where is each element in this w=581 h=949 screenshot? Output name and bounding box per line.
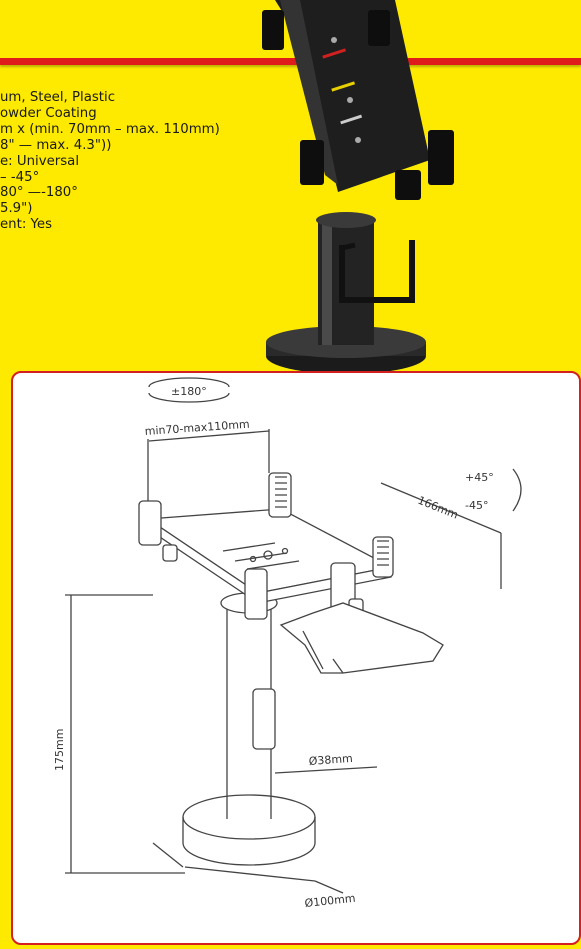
product-photo	[262, 0, 454, 374]
height-dimension-label: 175mm	[53, 729, 66, 771]
spec-height-inch: 5.9")	[0, 201, 33, 217]
spec-finish: owder Coating	[0, 105, 97, 121]
spec-rotation: 80° —-180°	[0, 185, 78, 201]
spec-list: um, Steel, Plastic owder Coating m x (mi…	[0, 90, 300, 233]
dimension-diagram-panel: ±180° min70-max110mm +45° -45° 166mm 175…	[11, 371, 581, 945]
red-header-band	[0, 58, 581, 65]
spec-cable-management: ent: Yes	[0, 217, 52, 233]
spec-material: um, Steel, Plastic	[0, 90, 116, 105]
base-diameter-label: Ø100mm	[304, 892, 356, 910]
pole-diameter-label: Ø38mm	[308, 752, 353, 768]
depth-dimension-label: 166mm	[416, 494, 460, 522]
spec-compatibility: e: Universal	[0, 153, 80, 169]
spec-width-range-inch: 8" — max. 4.3"))	[0, 137, 112, 153]
tilt-down-label: -45°	[465, 499, 488, 512]
rotation-label: ±180°	[171, 385, 207, 398]
tilt-up-label: +45°	[465, 471, 494, 484]
width-dimension-label: min70-max110mm	[144, 418, 250, 438]
spec-tilt: – -45°	[0, 169, 40, 185]
spec-width-range: m x (min. 70mm – max. 110mm)	[0, 121, 220, 137]
dimension-drawing: ±180° min70-max110mm +45° -45° 166mm 175…	[53, 377, 522, 910]
